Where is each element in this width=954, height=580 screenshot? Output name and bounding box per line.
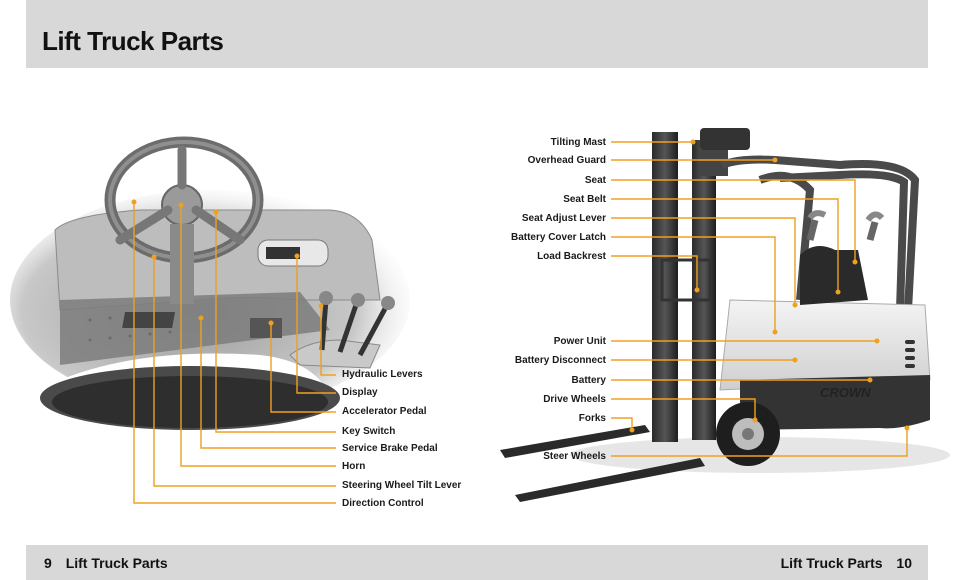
truck-leader-dots [629, 139, 910, 433]
label-drive-wheels: Drive Wheels [543, 394, 606, 405]
page-title: Lift Truck Parts [42, 26, 224, 56]
label-horn: Horn [342, 461, 366, 472]
label-seat-adjust-lever: Seat Adjust Lever [521, 213, 606, 224]
footer-right: Lift Truck Parts 10 [781, 555, 912, 571]
label-tilting-mast: Tilting Mast [550, 137, 606, 148]
label-battery-cover-latch: Battery Cover Latch [510, 232, 606, 243]
label-service-brake-pedal: Service Brake Pedal [342, 443, 438, 454]
footer-left: 9 Lift Truck Parts [44, 555, 168, 571]
label-display: Display [342, 387, 378, 398]
page-footer: 9 Lift Truck Parts Lift Truck Parts 10 [26, 545, 928, 580]
footer-left-label: Lift Truck Parts [65, 555, 168, 571]
label-key-switch: Key Switch [342, 426, 396, 437]
dashboard-leader-dots [131, 199, 324, 326]
truck-leader-lines [611, 141, 908, 457]
brand-mark: CROWN [820, 385, 871, 400]
footer-right-page-number: 10 [896, 555, 912, 571]
forklift-image: CROWN [500, 128, 950, 502]
label-accelerator-pedal: Accelerator Pedal [342, 406, 427, 417]
dashboard-image [10, 136, 410, 430]
label-seat-belt: Seat Belt [563, 194, 606, 205]
label-overhead-guard: Overhead Guard [527, 155, 606, 166]
label-direction-control: Direction Control [342, 498, 424, 509]
label-seat: Seat [584, 175, 606, 186]
label-battery-disconnect: Battery Disconnect [514, 355, 606, 366]
dashboard-leader-lines [133, 202, 336, 504]
label-steer-wheels: Steer Wheels [543, 451, 606, 462]
label-power-unit: Power Unit [553, 336, 606, 347]
label-hydraulic-levers: Hydraulic Levers [342, 369, 423, 380]
label-battery: Battery [571, 375, 606, 386]
label-forks: Forks [578, 413, 606, 424]
footer-right-label: Lift Truck Parts [780, 555, 883, 571]
label-load-backrest: Load Backrest [537, 251, 606, 262]
label-steering-wheel-tilt-lever: Steering Wheel Tilt Lever [342, 480, 462, 491]
page-header: Lift Truck Parts [26, 0, 928, 68]
footer-left-page-number: 9 [44, 555, 52, 571]
